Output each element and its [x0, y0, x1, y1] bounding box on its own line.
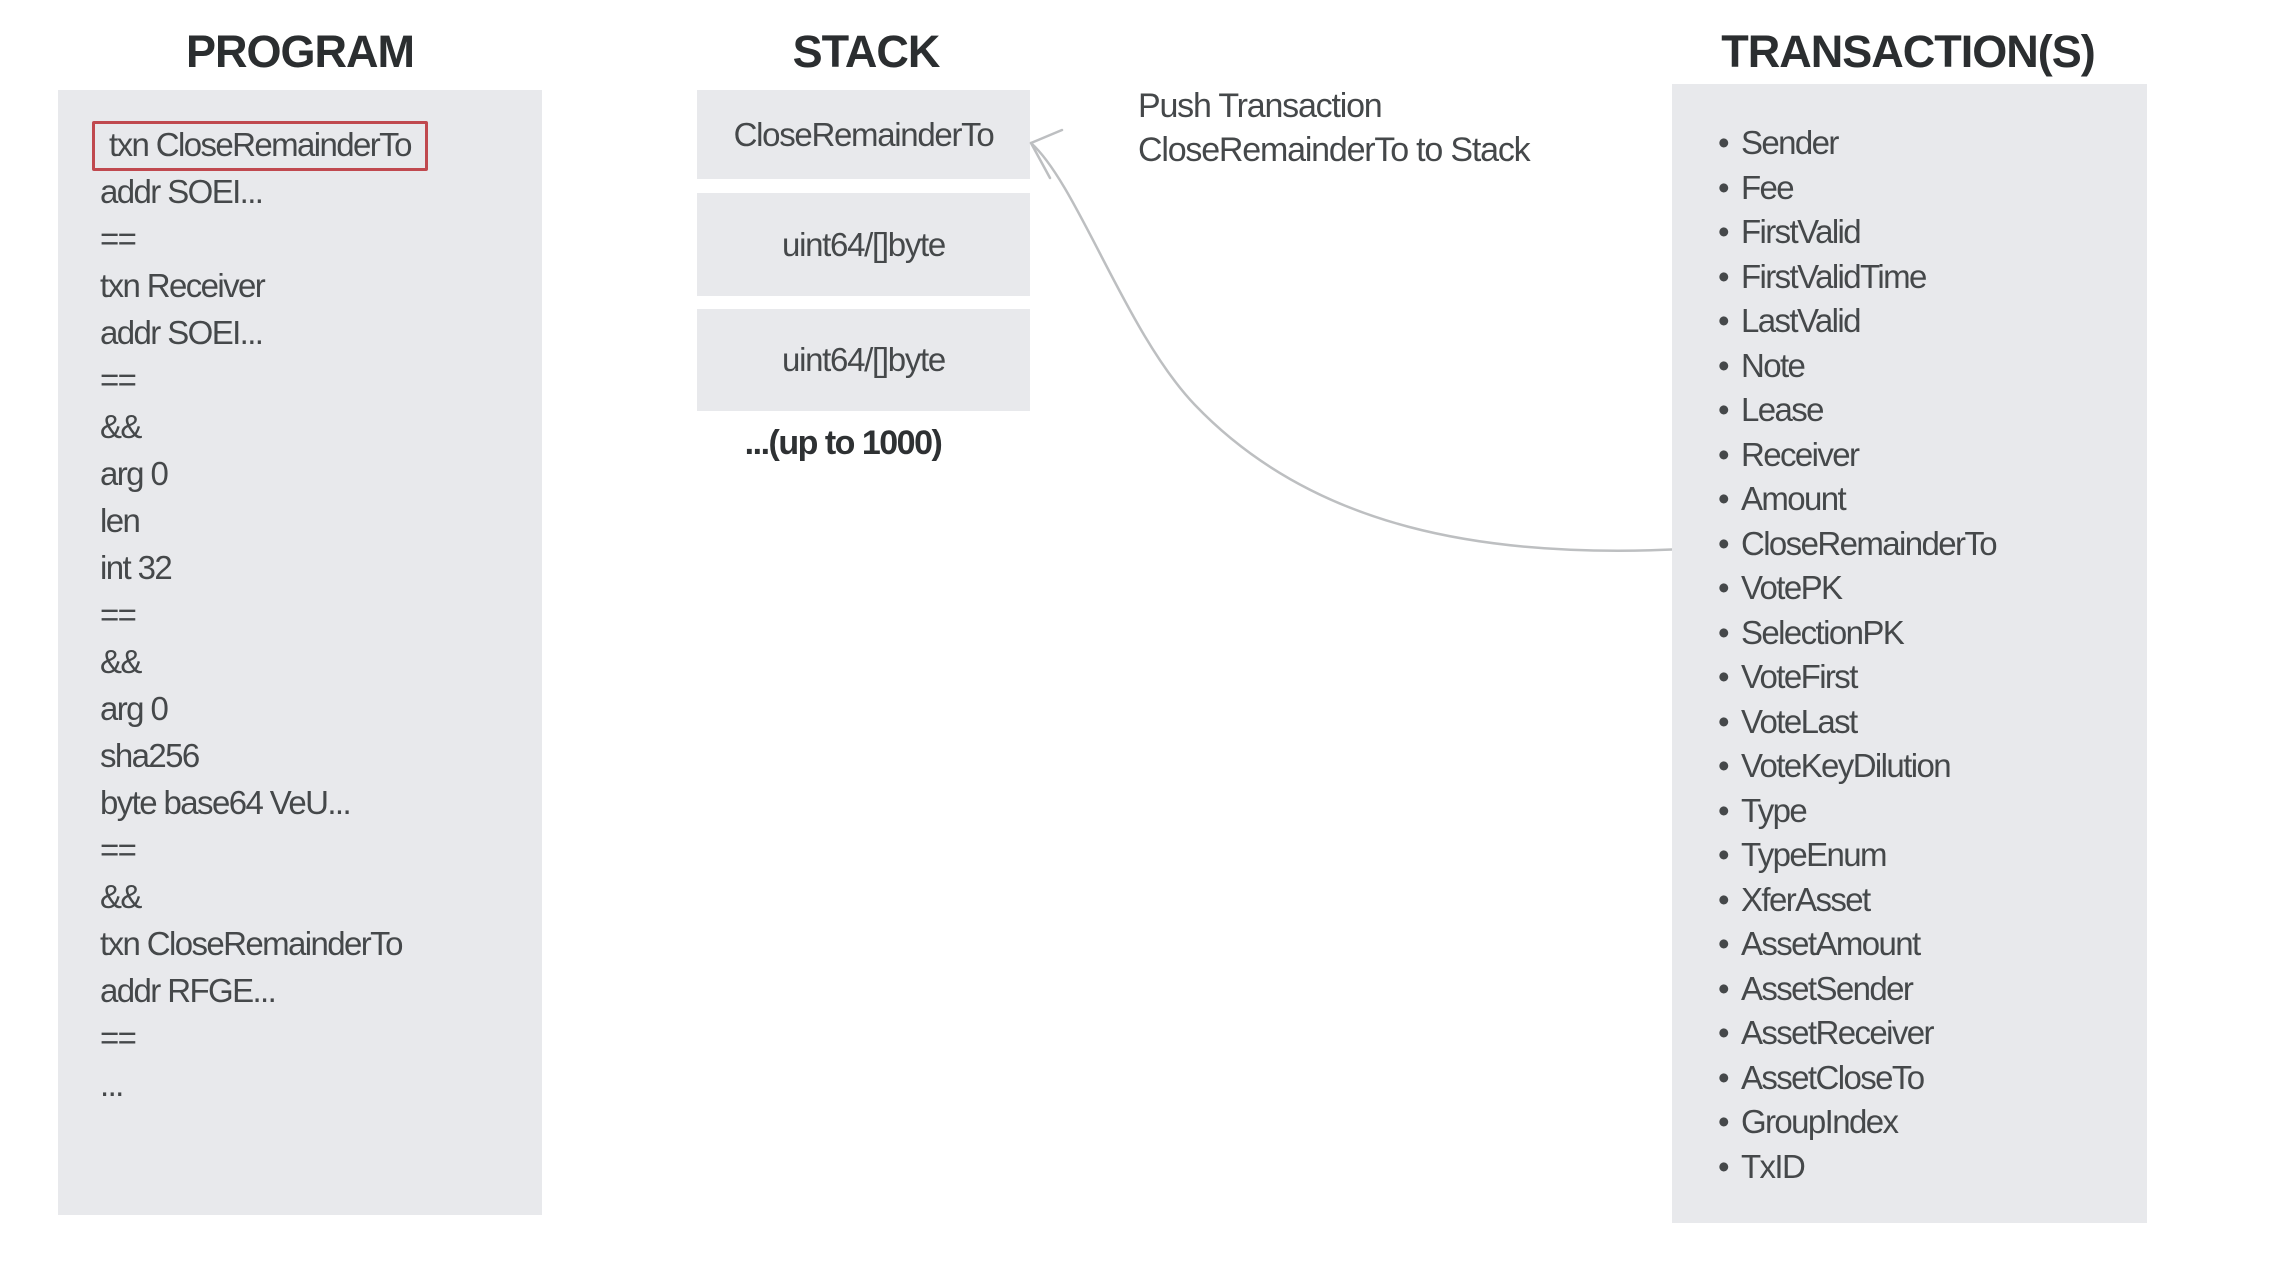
program-line: && [100, 643, 142, 680]
transaction-field: SelectionPK [1672, 611, 2147, 656]
annotation-line1: Push Transaction [1138, 87, 1383, 125]
transaction-field: GroupIndex [1672, 1100, 2147, 1145]
program-line: int 32 [100, 549, 173, 586]
program-line: addr RFGE... [100, 972, 277, 1009]
program-line: == [100, 220, 137, 257]
stack-slot-3: uint64/[]byte [697, 309, 1030, 411]
arrow-curve [1029, 141, 1704, 553]
transaction-field: FirstValidTime [1672, 255, 2147, 300]
transaction-field: Fee [1672, 166, 2147, 211]
stack-slot-2-label: uint64/[]byte [782, 225, 946, 263]
program-line: && [100, 878, 142, 915]
program-line: txn Receiver [100, 267, 266, 304]
transaction-field: Receiver [1672, 433, 2147, 478]
program-line: == [100, 1019, 137, 1056]
program-line: byte base64 VeU... [100, 784, 352, 821]
stack-slot-2: uint64/[]byte [697, 193, 1030, 296]
transaction-field: AssetReceiver [1672, 1011, 2147, 1056]
transaction-field: Type [1672, 789, 2147, 834]
program-line: len [100, 502, 141, 539]
transactions-panel: SenderFeeFirstValidFirstValidTimeLastVal… [1672, 84, 2147, 1223]
transaction-field: VoteFirst [1672, 655, 2147, 700]
transaction-field: TypeEnum [1672, 833, 2147, 878]
program-line: && [100, 408, 142, 445]
program-line: addr SOEI... [100, 173, 264, 210]
program-title: PROGRAM [186, 26, 415, 77]
arrowhead-icon [1029, 128, 1064, 180]
transaction-field: FirstValid [1672, 210, 2147, 255]
transaction-field: AssetCloseTo [1672, 1056, 2147, 1101]
transactions-title: TRANSACTION(S) [1721, 26, 2095, 77]
stack-slot-1-label: CloseRemainderTo [733, 115, 995, 153]
transaction-field: AssetAmount [1672, 922, 2147, 967]
stack-title: STACK [792, 26, 941, 77]
arrow-annotation: Push Transaction CloseRemainderTo to Sta… [1138, 84, 1531, 172]
transaction-field: VotePK [1672, 566, 2147, 611]
stack-slot-1: CloseRemainderTo [697, 90, 1030, 179]
transaction-field: VoteLast [1672, 700, 2147, 745]
transaction-field: TxID [1672, 1145, 2147, 1190]
stack-capacity-note: ...(up to 1000) [744, 424, 943, 462]
stack-slot-3-label: uint64/[]byte [782, 341, 946, 378]
transaction-field: LastValid [1672, 299, 2147, 344]
highlight-box: txn CloseRemainderTo [92, 121, 428, 171]
program-line: ... [100, 1066, 124, 1103]
program-line: txn CloseRemainderTo [58, 121, 542, 171]
transaction-field: Amount [1672, 477, 2147, 522]
program-line: == [100, 831, 137, 868]
transaction-field: CloseRemainderTo [1672, 522, 2147, 567]
transaction-field: XferAsset [1672, 878, 2147, 923]
transaction-field: VoteKeyDilution [1672, 744, 2147, 789]
program-line: sha256 [100, 737, 200, 774]
program-line: txn CloseRemainderTo [100, 925, 403, 962]
transaction-field: Note [1672, 344, 2147, 389]
program-line: == [100, 361, 137, 398]
program-line: addr SOEI... [100, 314, 264, 351]
program-line: arg 0 [100, 690, 169, 727]
transaction-field: Sender [1672, 121, 2147, 166]
program-line: == [100, 596, 137, 633]
transaction-field: Lease [1672, 388, 2147, 433]
annotation-line2: CloseRemainderTo to Stack [1138, 131, 1531, 169]
transaction-field: AssetSender [1672, 967, 2147, 1012]
program-line: arg 0 [100, 455, 169, 492]
